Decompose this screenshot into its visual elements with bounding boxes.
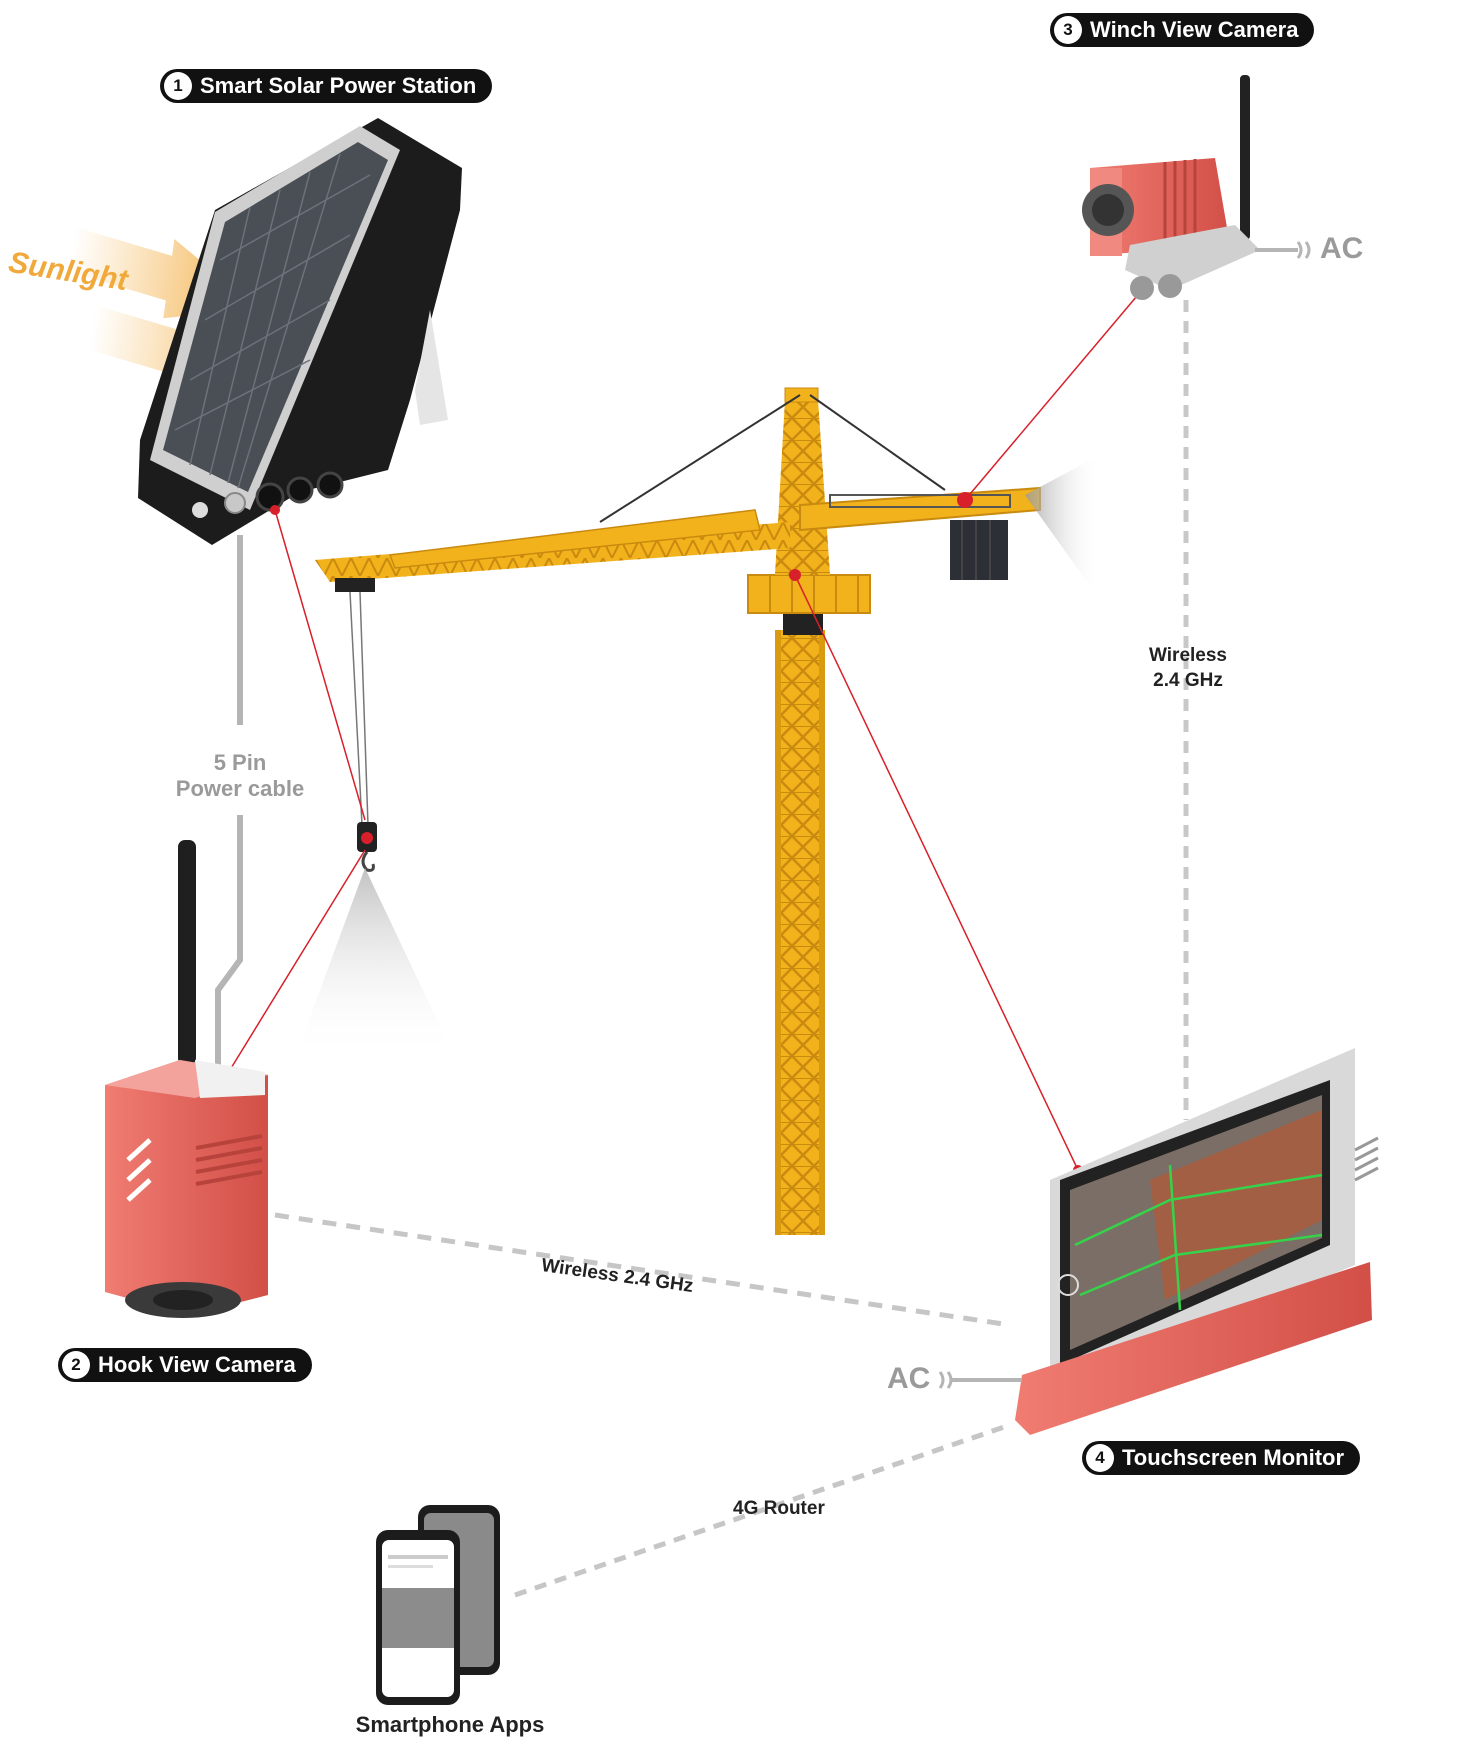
smartphones-icon [376,1505,500,1705]
component-4-label: 4 Touchscreen Monitor [1082,1441,1361,1475]
power-cable-label: 5 Pin Power cable [175,750,305,801]
hook-beam [295,868,455,1058]
touchscreen-monitor-icon [938,1048,1379,1435]
component-3-label: 3 Winch View Camera [1050,13,1315,47]
wireless-link-hook [274,1212,1011,1328]
wireless-vertical-label: Wireless 2.4 GHz [1149,645,1227,691]
power-cable-lower [215,815,243,1065]
component-2-label: 2 Hook View Camera [58,1348,312,1382]
ac-label-monitor: AC [887,1362,931,1395]
router-label: 4G Router [733,1498,825,1519]
tower-crane-icon [315,387,1041,1235]
component-1-label: 1 Smart Solar Power Station [160,69,493,103]
winch-beam [1025,455,1100,600]
winch-camera-icon [1082,75,1311,300]
ac-label-winch: AC [1320,232,1364,265]
laser-lines [224,289,1143,1171]
router-link [514,1422,1011,1598]
smartphone-apps-label: Smartphone Apps [355,1712,545,1737]
solar-power-station-icon [138,118,462,545]
hook-camera-icon [105,840,268,1318]
